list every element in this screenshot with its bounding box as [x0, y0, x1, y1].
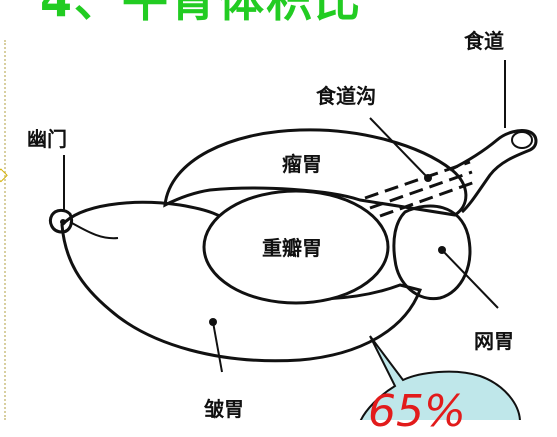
- stomach-diagram: [48, 60, 538, 420]
- dot-esophageal-groove: [424, 174, 432, 182]
- label-omasum: 重瓣胃: [262, 236, 322, 260]
- abomasum-outline: [60, 200, 422, 363]
- leader-abomasum: [212, 321, 223, 373]
- pylorus-tip: [48, 208, 74, 234]
- esophageal-groove-line-2: [369, 170, 473, 210]
- pylorus-fold: [69, 221, 119, 240]
- label-abomasum: 皱胃: [204, 397, 244, 421]
- label-esophageal-groove: 食道沟: [316, 84, 376, 108]
- esophagus-outline: [449, 129, 538, 214]
- pylorus-opening: [60, 219, 66, 225]
- percent-value: 65%: [368, 386, 466, 437]
- label-esophagus: 食道: [464, 29, 504, 53]
- reticulum-outline: [392, 204, 472, 301]
- leader-esophageal-groove: [369, 117, 429, 179]
- leader-reticulum: [441, 249, 499, 309]
- label-rumen: 瘤胃: [282, 152, 322, 176]
- esophageal-groove-line-3: [379, 180, 476, 218]
- left-divider: [4, 40, 8, 420]
- esophageal-groove-line-1: [364, 160, 471, 200]
- label-pylorus: 幽门: [27, 127, 67, 151]
- page-title: 4、牛胃体积比: [40, 0, 363, 27]
- omasum-outline: [202, 189, 390, 305]
- diamond-bullet-icon: ◇: [0, 164, 8, 185]
- esophagus-opening: [511, 131, 533, 149]
- rumen-outline: [163, 128, 468, 217]
- label-reticulum: 网胃: [474, 329, 514, 353]
- percent-callout-bubble: [359, 335, 521, 420]
